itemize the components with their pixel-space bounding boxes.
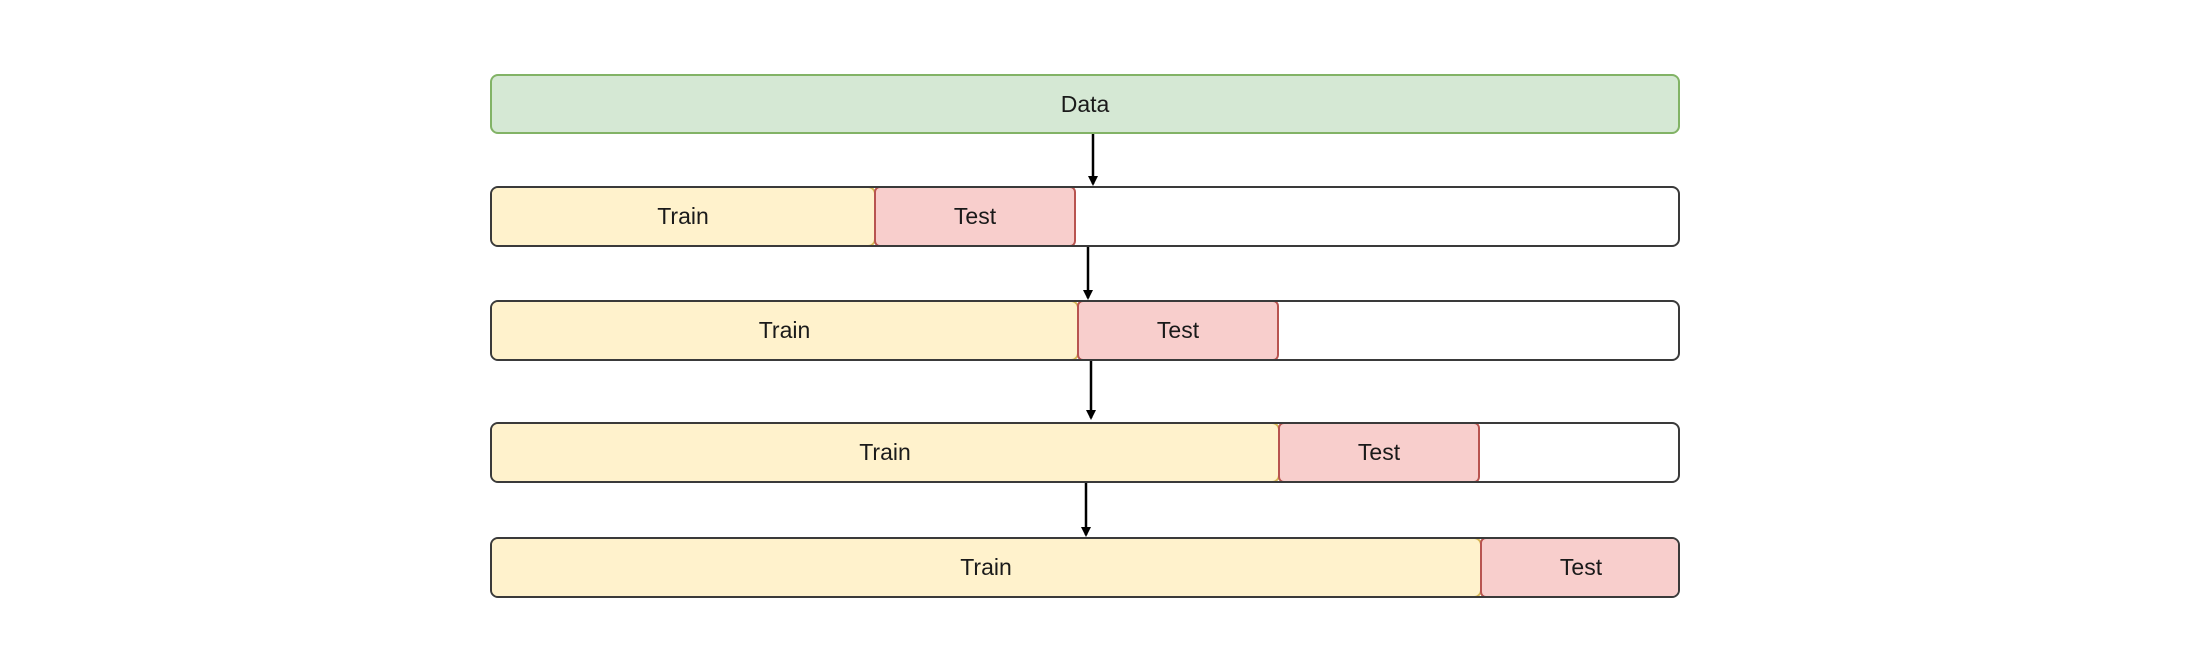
fold-row-2: Train Test	[490, 300, 1680, 361]
train-label: Train	[859, 439, 911, 465]
train-segment: Train	[492, 188, 876, 245]
test-segment: Test	[1480, 539, 1678, 596]
train-segment: Train	[492, 424, 1280, 481]
fold-row-1: Train Test	[490, 186, 1680, 247]
test-label: Test	[1156, 317, 1200, 343]
test-segment: Test	[874, 188, 1076, 245]
data-label: Data	[1060, 90, 1110, 117]
test-label: Test	[1559, 554, 1603, 580]
data-block: Data	[490, 74, 1680, 134]
train-segment: Train	[492, 302, 1079, 359]
train-label: Train	[960, 554, 1012, 580]
test-label: Test	[953, 203, 997, 229]
train-label: Train	[758, 317, 811, 343]
test-segment: Test	[1278, 424, 1480, 481]
fold-row-4: Train Test	[490, 537, 1680, 598]
test-label: Test	[1357, 439, 1401, 465]
train-label: Train	[657, 203, 709, 229]
train-segment: Train	[492, 539, 1482, 596]
fold-row-3: Train Test	[490, 422, 1680, 483]
test-segment: Test	[1077, 302, 1279, 359]
